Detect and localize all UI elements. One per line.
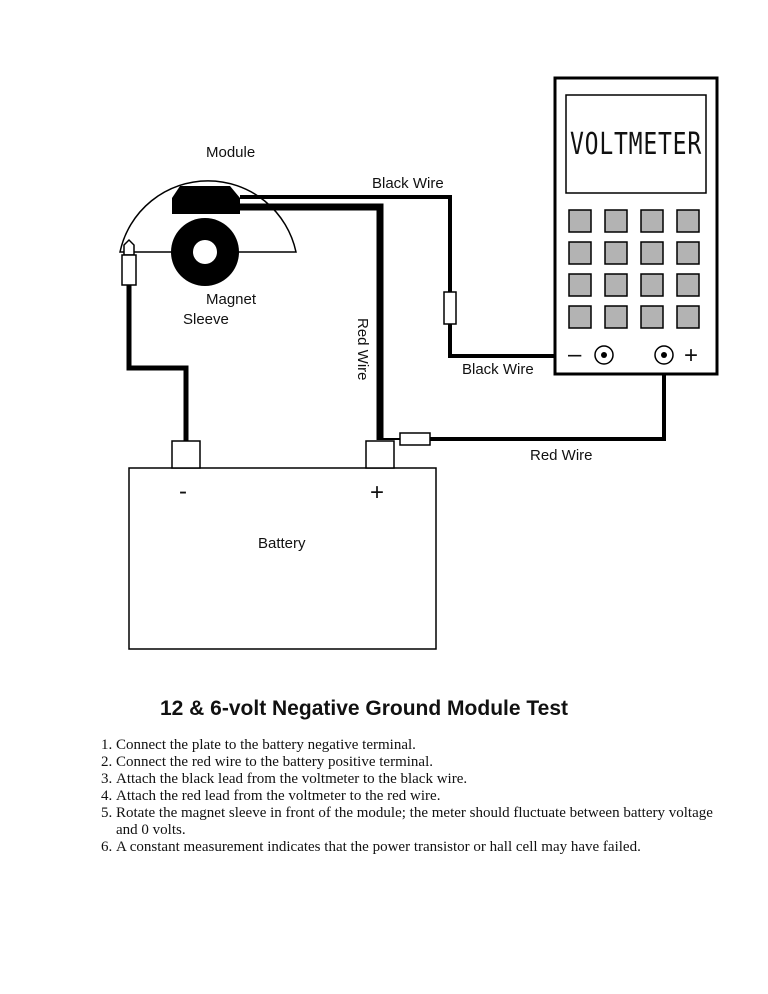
keypad-key [568, 305, 592, 329]
keypad-key [676, 305, 700, 329]
red-wire [240, 203, 384, 440]
keypad-key [568, 273, 592, 297]
red-wire-bottom-label: Red Wire [530, 447, 593, 464]
sleeve-label: Sleeve [183, 311, 229, 328]
instructions-list: Connect the plate to the battery negativ… [80, 737, 716, 856]
red-wire-vertical-label: Red Wire [354, 318, 371, 381]
magnet-sleeve-hole [193, 240, 217, 264]
instruction-step: Connect the plate to the battery negativ… [116, 737, 716, 754]
voltmeter-display-text: VOLTMETER [570, 127, 702, 162]
plate-to-negative-wire [126, 285, 189, 443]
battery-negative-terminal [171, 440, 201, 469]
meter-negative-jack-center [601, 352, 607, 358]
red-wire-connector [399, 432, 431, 446]
module-label: Module [206, 144, 255, 161]
keypad-key [676, 241, 700, 265]
keypad-key [676, 273, 700, 297]
black-wire [240, 195, 452, 292]
plate-connector [123, 238, 135, 256]
keypad-key [568, 209, 592, 233]
wiring-diagram: Module Magnet Sleeve Black Wire Black Wi… [119, 76, 719, 650]
keypad-key [604, 209, 628, 233]
battery-body [128, 467, 437, 650]
battery-negative-symbol: - [179, 478, 187, 505]
instruction-step: Attach the red lead from the voltmeter t… [116, 788, 716, 805]
meter-positive-jack-center [661, 352, 667, 358]
black-wire-connector [443, 291, 457, 325]
plate-connector-sleeve [121, 254, 137, 286]
diagram-title: 12 & 6-volt Negative Ground Module Test [159, 697, 568, 720]
keypad-key [640, 305, 664, 329]
black-wire-top-label: Black Wire [372, 175, 444, 192]
meter-positive-symbol: + [684, 342, 698, 369]
battery-positive-symbol: + [370, 479, 384, 506]
instruction-step: A constant measurement indicates that th… [116, 839, 716, 856]
keypad-key [604, 273, 628, 297]
keypad-key [568, 241, 592, 265]
battery-positive-terminal [365, 440, 395, 469]
meter-negative-symbol: – [568, 341, 582, 368]
instruction-step: Attach the black lead from the voltmeter… [116, 771, 716, 788]
keypad-key [640, 209, 664, 233]
black-lead [448, 324, 594, 358]
voltmeter-keypad [568, 209, 700, 329]
magnet-label: Magnet [206, 291, 257, 308]
keypad-key [604, 241, 628, 265]
red-lead [430, 356, 666, 441]
battery-label: Battery [258, 535, 306, 552]
keypad-key [640, 241, 664, 265]
black-wire-meter-label: Black Wire [462, 361, 534, 378]
module-body [172, 186, 240, 214]
keypad-key [604, 305, 628, 329]
keypad-key [676, 209, 700, 233]
instruction-step: Rotate the magnet sleeve in front of the… [116, 805, 716, 839]
instruction-step: Connect the red wire to the battery posi… [116, 754, 716, 771]
voltmeter-display [565, 94, 707, 194]
keypad-key [640, 273, 664, 297]
